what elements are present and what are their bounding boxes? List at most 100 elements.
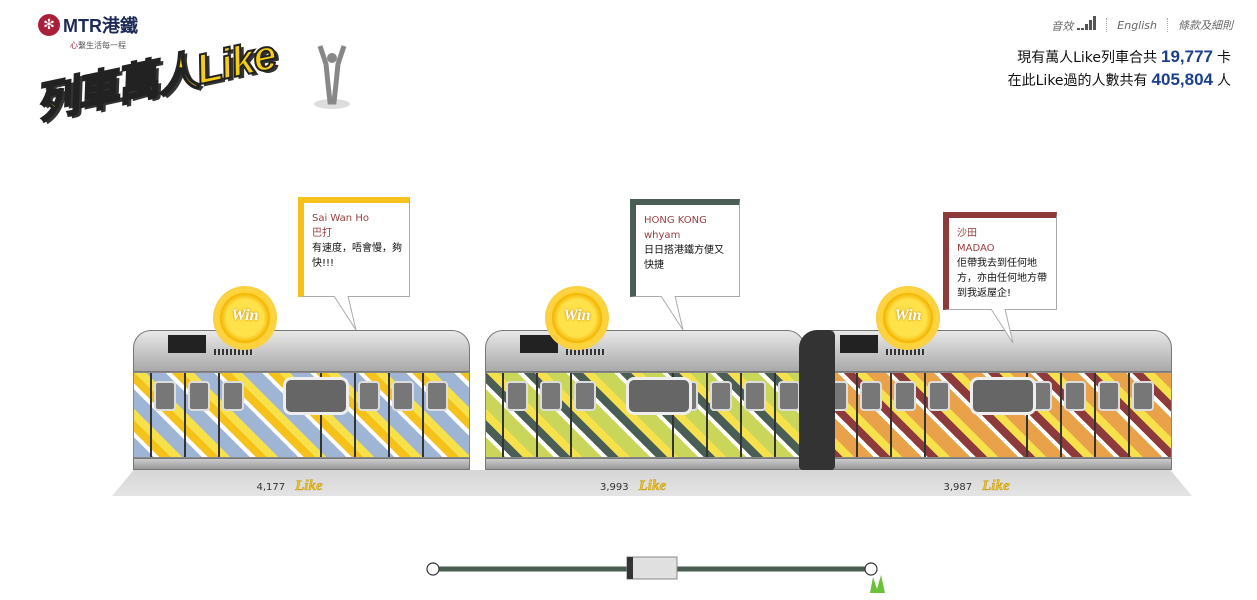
grass-icon bbox=[870, 575, 885, 593]
sound-toggle[interactable]: 音效 bbox=[1051, 16, 1097, 34]
bubble-message: 有速度，唔會慢，夠快!!! bbox=[312, 243, 402, 269]
car-window bbox=[778, 381, 800, 411]
car-window bbox=[1132, 381, 1154, 411]
slider-handle bbox=[626, 556, 678, 580]
win-badge-label: Win bbox=[894, 307, 922, 324]
bubble-tail bbox=[661, 296, 684, 331]
car-door bbox=[184, 373, 186, 457]
slogan: 心繫生活每一程 bbox=[70, 40, 126, 51]
car-door bbox=[1094, 373, 1096, 457]
car-door bbox=[218, 373, 220, 457]
car-door bbox=[570, 373, 572, 457]
car-door bbox=[1026, 373, 1028, 457]
car-door bbox=[890, 373, 892, 457]
car-door bbox=[1128, 373, 1130, 457]
win-badge: Win bbox=[879, 289, 937, 347]
car-window bbox=[1064, 381, 1086, 411]
car-window bbox=[860, 381, 882, 411]
car-skirt bbox=[485, 458, 805, 470]
car-window bbox=[392, 381, 414, 411]
car-skirt bbox=[133, 458, 470, 470]
slogan-accent: 心 bbox=[70, 41, 78, 50]
car-window bbox=[188, 381, 210, 411]
bubble-tail bbox=[991, 309, 1014, 344]
roof-vent bbox=[520, 335, 558, 353]
sound-label: 音效 bbox=[1051, 20, 1074, 33]
car-door bbox=[150, 373, 152, 457]
volume-bars-icon bbox=[1077, 16, 1097, 30]
car-window bbox=[1098, 381, 1120, 411]
win-badge-label: Win bbox=[231, 307, 259, 324]
like-button[interactable]: Like bbox=[638, 478, 667, 494]
train-car[interactable] bbox=[485, 330, 805, 470]
top-nav: 音效 English 條款及細則 bbox=[1051, 16, 1233, 34]
platform bbox=[112, 470, 1192, 496]
car-window bbox=[222, 381, 244, 411]
divider bbox=[1106, 18, 1108, 32]
people-count: 405,804 bbox=[1151, 70, 1213, 89]
like-button[interactable]: Like bbox=[982, 478, 1010, 494]
car-window bbox=[426, 381, 448, 411]
car-door bbox=[502, 373, 504, 457]
cars-unit: 卡 bbox=[1217, 50, 1231, 66]
like-count-value: 4,177 bbox=[256, 482, 286, 493]
car-window bbox=[358, 381, 380, 411]
bubble-station: HONG KONG bbox=[644, 215, 707, 226]
bubble-message: 佢帶我去到任何地方，亦由任何地方帶到我返屋企! bbox=[957, 258, 1047, 299]
train-car[interactable] bbox=[799, 330, 1172, 470]
train-car[interactable] bbox=[133, 330, 470, 470]
car-main-window bbox=[626, 377, 692, 415]
train-scroll-slider[interactable] bbox=[425, 555, 885, 595]
mtr-logo[interactable]: ✻ MTR港鐵 bbox=[38, 12, 138, 38]
car-window bbox=[894, 381, 916, 411]
car-roof bbox=[485, 330, 805, 372]
win-badge-label: Win bbox=[563, 307, 591, 324]
car-window bbox=[540, 381, 562, 411]
car-door bbox=[320, 373, 322, 457]
car-door bbox=[354, 373, 356, 457]
like-count[interactable]: 4,177 Like bbox=[257, 478, 323, 495]
slogan-text: 繫生活每一程 bbox=[78, 41, 126, 50]
roof-vent bbox=[168, 335, 206, 353]
car-main-window bbox=[282, 377, 349, 415]
roof-grill bbox=[214, 349, 254, 355]
car-window bbox=[744, 381, 766, 411]
people-unit: 人 bbox=[1217, 73, 1231, 89]
english-link[interactable]: English bbox=[1117, 18, 1157, 32]
divider bbox=[1167, 18, 1168, 32]
bubble-station: 沙田 bbox=[957, 228, 977, 239]
car-door bbox=[1060, 373, 1062, 457]
slider-start bbox=[426, 562, 440, 576]
car-body-artwork bbox=[133, 372, 470, 458]
bubble-tail bbox=[334, 296, 357, 331]
car-door bbox=[774, 373, 776, 457]
roof-grill bbox=[886, 349, 926, 355]
car-window bbox=[710, 381, 732, 411]
car-window bbox=[928, 381, 950, 411]
terms-link[interactable]: 條款及細則 bbox=[1178, 19, 1233, 32]
car-roof bbox=[805, 330, 1172, 372]
car-body-artwork bbox=[805, 372, 1172, 458]
car-door bbox=[740, 373, 742, 457]
bubble-user: whyam bbox=[644, 230, 681, 241]
comment-bubble: Sai Wan Ho 巴打有速度，唔會慢，夠快!!! bbox=[298, 197, 410, 331]
car-door bbox=[706, 373, 708, 457]
car-door bbox=[856, 373, 858, 457]
cars-count: 19,777 bbox=[1161, 47, 1213, 66]
bubble-station: Sai Wan Ho bbox=[312, 213, 369, 224]
car-coupler bbox=[799, 330, 835, 470]
like-button[interactable]: Like bbox=[295, 478, 323, 494]
car-main-window bbox=[969, 377, 1036, 415]
car-door bbox=[672, 373, 674, 457]
slider-end bbox=[864, 562, 878, 576]
car-window bbox=[506, 381, 528, 411]
car-roof bbox=[133, 330, 470, 372]
bubble-user: 巴打 bbox=[312, 228, 332, 239]
mtr-logo-icon: ✻ bbox=[38, 14, 60, 36]
